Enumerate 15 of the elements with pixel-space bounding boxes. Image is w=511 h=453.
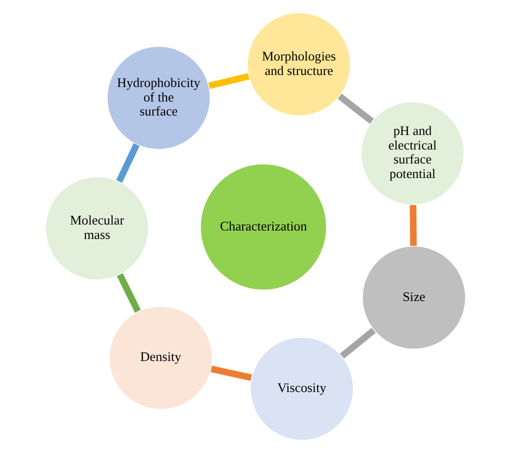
node-circle: Size [362, 245, 466, 350]
connector [116, 273, 141, 313]
node-circle: Characterization [200, 163, 328, 291]
connector [340, 328, 376, 359]
node-circle: Density [108, 306, 213, 410]
connector [116, 143, 140, 183]
connector [338, 94, 374, 124]
node-circle: Viscosity [250, 336, 354, 441]
node-circle: pH and electrical surface potential [360, 101, 465, 206]
connector [210, 366, 252, 381]
node-circle: Hydrophobicity of the surface [106, 46, 211, 150]
connector [208, 73, 250, 90]
connector [410, 205, 417, 246]
node-circle: Morphologies and structure [246, 12, 352, 116]
node-circle: Molecular mass [44, 176, 150, 280]
